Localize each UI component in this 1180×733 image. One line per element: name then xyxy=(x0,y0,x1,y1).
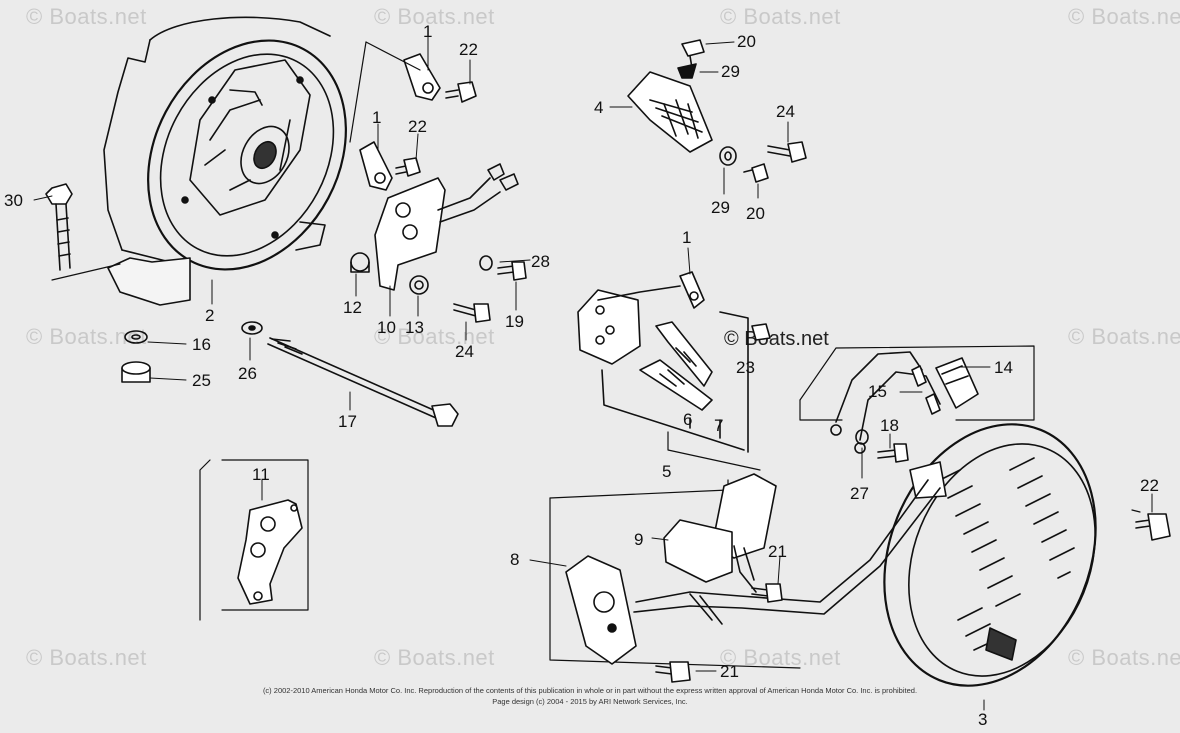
callout-22: 22 xyxy=(1140,476,1159,495)
watermark: © Boats.net xyxy=(720,4,841,29)
watermark-center: © Boats.net xyxy=(724,328,829,350)
watermark: © Boats.net xyxy=(374,4,495,29)
callout-5: 5 xyxy=(662,462,672,481)
pulser-unit-part-8 xyxy=(565,479,941,665)
copyright-line: (c) 2002-2010 American Honda Motor Co. I… xyxy=(262,686,918,695)
screw-part-21b xyxy=(655,661,691,683)
callout-21: 21 xyxy=(768,542,787,561)
callout-1: 1 xyxy=(372,108,382,127)
plate-part-10 xyxy=(374,163,519,291)
callout-8: 8 xyxy=(510,550,520,569)
watermark: © Boats.net xyxy=(1068,4,1180,29)
callout-1: 1 xyxy=(682,228,692,247)
callout-16: 16 xyxy=(192,335,211,354)
watermark: © Boats.net xyxy=(26,324,147,349)
callout-14: 14 xyxy=(994,358,1013,377)
callout-29: 29 xyxy=(721,62,740,81)
screw-part-19 xyxy=(497,261,527,281)
callout-25: 25 xyxy=(192,371,211,390)
callout-26: 26 xyxy=(238,364,257,383)
cap-part-14 xyxy=(935,357,979,409)
callout-6: 6 xyxy=(683,410,693,429)
washer-part-29a xyxy=(677,63,697,79)
washer-part-26 xyxy=(241,321,263,335)
screw-part-21a xyxy=(751,583,783,603)
washer-part-27 xyxy=(855,429,869,445)
screw-part-24a xyxy=(453,303,491,323)
nut-part-25 xyxy=(121,361,151,383)
wire-harness-part-15 xyxy=(830,351,941,454)
callout-23: 23 xyxy=(736,358,755,377)
washer-part-16 xyxy=(124,330,148,344)
cover-part-3 xyxy=(883,423,1097,687)
long-bolt-part-17 xyxy=(267,337,459,427)
clamp-part-1b xyxy=(359,141,393,191)
callout-24: 24 xyxy=(776,102,795,121)
callout-9: 9 xyxy=(634,530,644,549)
screw-part-22a xyxy=(445,81,477,103)
callout-10: 10 xyxy=(377,318,396,337)
callout-17: 17 xyxy=(338,412,357,431)
callout-22: 22 xyxy=(459,40,478,59)
page-design-line: Page design (c) 2004 - 2015 by ARI Netwo… xyxy=(492,697,688,706)
screw-part-22c xyxy=(1135,513,1171,541)
callout-28: 28 xyxy=(531,252,550,271)
callout-11: 11 xyxy=(252,465,270,484)
washer-part-13 xyxy=(409,275,429,295)
housing-part-2 xyxy=(103,16,347,306)
watermark: © Boats.net xyxy=(26,4,147,29)
callout-7: 7 xyxy=(714,416,724,435)
screw-part-22b xyxy=(395,157,421,177)
callout-30: 30 xyxy=(4,191,23,210)
leader-lines xyxy=(33,33,1153,711)
washer-part-29b xyxy=(719,146,737,166)
callout-2: 2 xyxy=(205,306,215,325)
callout-20: 20 xyxy=(737,32,756,51)
bracket-assembly-part-5 xyxy=(577,271,771,453)
callout-24: 24 xyxy=(455,342,474,361)
callout-20: 20 xyxy=(746,204,765,223)
bolt-part-30 xyxy=(45,183,73,271)
condenser-part-9 xyxy=(663,473,777,593)
grommet-part-12 xyxy=(350,252,370,273)
callout-4: 4 xyxy=(594,98,604,117)
screw-part-20a xyxy=(681,39,705,69)
callout-18: 18 xyxy=(880,416,899,435)
washer-part-28 xyxy=(479,255,493,271)
bracket-part-11 xyxy=(237,499,303,605)
watermark: © Boats.net xyxy=(374,645,495,670)
callout-22: 22 xyxy=(408,117,427,136)
watermark: © Boats.net xyxy=(374,324,495,349)
callout-19: 19 xyxy=(505,312,524,331)
callout-12: 12 xyxy=(343,298,362,317)
callout-27: 27 xyxy=(850,484,869,503)
screw-part-24b xyxy=(767,141,807,163)
watermark: © Boats.net xyxy=(1068,324,1180,349)
callout-3: 3 xyxy=(978,710,988,729)
regulator-part-4 xyxy=(627,71,713,153)
screw-part-18 xyxy=(877,443,909,463)
screw-part-20b xyxy=(743,163,769,183)
callout-15: 15 xyxy=(868,382,887,401)
watermark: © Boats.net xyxy=(1068,645,1180,670)
watermark: © Boats.net xyxy=(26,645,147,670)
callout-1: 1 xyxy=(423,22,433,41)
callout-29: 29 xyxy=(711,198,730,217)
callout-21: 21 xyxy=(720,662,739,681)
clamp-part-1a xyxy=(403,53,441,101)
callout-13: 13 xyxy=(405,318,424,337)
